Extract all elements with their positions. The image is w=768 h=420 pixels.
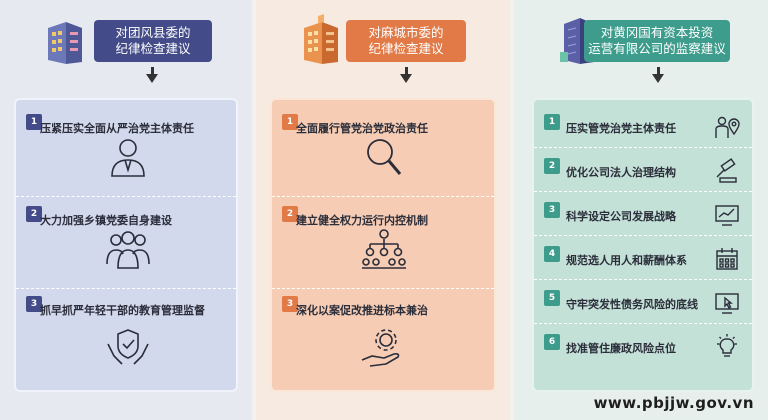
lightbulb-icon [717,334,737,357]
divider [534,235,752,236]
list-item: 2 建立健全权力运行内控机制 [282,206,484,286]
item-label: 守牢突发性债务风险的底线 [566,298,698,311]
divider [534,191,752,192]
down-arrow-icon [652,67,664,83]
header-title-line1: 对黄冈国有资本投资 [600,25,714,40]
item-number: 2 [282,206,298,222]
down-arrow-icon [146,67,158,83]
column-macheng: 对麻城市委的 纪律检查建议 1 全面履行管党治党政治责任 2 建立健全权力运行内… [256,0,510,420]
item-label: 大力加强乡镇党委自身建设 [40,214,172,227]
item-number: 1 [544,114,560,130]
item-label: 规范选人用人和薪酬体系 [566,254,687,267]
building-icon [48,22,82,64]
list-item: 5 守牢突发性债务风险的底线 [544,290,742,320]
org-chart-icon [362,229,406,269]
list-item: 1 全面履行管党治党政治责任 [282,114,484,194]
suggestion-panel: 1 压紧压实全面从严治党主体责任 2 大力加强乡镇党委自身建设 3 抓早抓严年轻… [14,98,238,392]
column-tuanfeng: 对团风县委的 纪律检查建议 1 压紧压实全面从严治党主体责任 2 大力加强乡镇党… [0,0,252,420]
item-label: 找准管住廉政风险点位 [566,342,676,355]
header-title-line1: 对麻城市委的 [368,25,444,40]
divider [272,196,494,197]
header-title-line2: 纪律检查建议 [115,41,191,56]
item-number: 1 [26,114,42,130]
item-label: 全面履行管党治党政治责任 [296,122,428,135]
building-icon [304,14,338,64]
list-item: 1 压实管党治党主体责任 [544,114,742,144]
header-title-line2: 运营有限公司的监察建议 [588,41,726,56]
item-label: 科学设定公司发展战略 [566,210,676,223]
item-number: 5 [544,290,560,306]
group-people-icon [106,231,150,269]
item-label: 压实管党治党主体责任 [566,122,676,135]
item-number: 3 [544,202,560,218]
watermark: www.pbjjw.gov.vn [593,394,754,412]
item-number: 1 [282,114,298,130]
header-title: 对黄冈国有资本投资 运营有限公司的监察建议 [584,20,730,62]
item-label: 优化公司法人治理结构 [566,166,676,179]
list-item: 3 科学设定公司发展战略 [544,202,742,232]
hand-gear-icon [361,329,400,367]
gavel-icon [716,158,737,183]
list-item: 6 找准管住廉政风险点位 [544,334,742,364]
header-title: 对团风县委的 纪律检查建议 [94,20,212,62]
divider [534,147,752,148]
monitor-cursor-icon [715,293,739,314]
suggestion-panel: 1 压实管党治党主体责任 2 优化公司法人治理结构 3 科学设定公司发展战略 [532,98,754,392]
item-label: 建立健全权力运行内控机制 [296,214,428,227]
suggestion-panel: 1 全面履行管党治党政治责任 2 建立健全权力运行内控机制 3 深化以案促改推进… [270,98,496,392]
item-number: 4 [544,246,560,262]
down-arrow-icon [400,67,412,83]
divider [272,288,494,289]
hands-shield-check-icon [107,329,149,365]
magnifier-icon [367,139,402,175]
chart-monitor-icon [715,205,739,226]
divider [16,196,236,197]
list-item: 1 压紧压实全面从严治党主体责任 [26,114,226,194]
person-location-icon [715,116,740,138]
item-number: 2 [26,206,42,222]
list-item: 4 规范选人用人和薪酬体系 [544,246,742,276]
list-item: 3 抓早抓严年轻干部的教育管理监督 [26,296,226,386]
column-huanggang: 对黄冈国有资本投资 运营有限公司的监察建议 1 压实管党治党主体责任 2 优化公… [514,0,768,420]
header-title-line2: 纪律检查建议 [368,41,444,56]
item-number: 3 [282,296,298,312]
person-tie-icon [111,139,145,177]
divider [534,323,752,324]
divider [534,279,752,280]
item-number: 3 [26,296,42,312]
header-title: 对麻城市委的 纪律检查建议 [346,20,466,62]
item-number: 6 [544,334,560,350]
item-number: 2 [544,158,560,174]
header-title-line1: 对团风县委的 [115,25,191,40]
list-item: 2 优化公司法人治理结构 [544,158,742,188]
list-item: 2 大力加强乡镇党委自身建设 [26,206,226,286]
item-label: 压紧压实全面从严治党主体责任 [40,122,194,135]
item-label: 抓早抓严年轻干部的教育管理监督 [40,304,205,317]
calendar-icon [716,248,738,270]
item-label: 深化以案促改推进标本兼治 [296,304,428,317]
divider [16,288,236,289]
list-item: 3 深化以案促改推进标本兼治 [282,296,484,386]
